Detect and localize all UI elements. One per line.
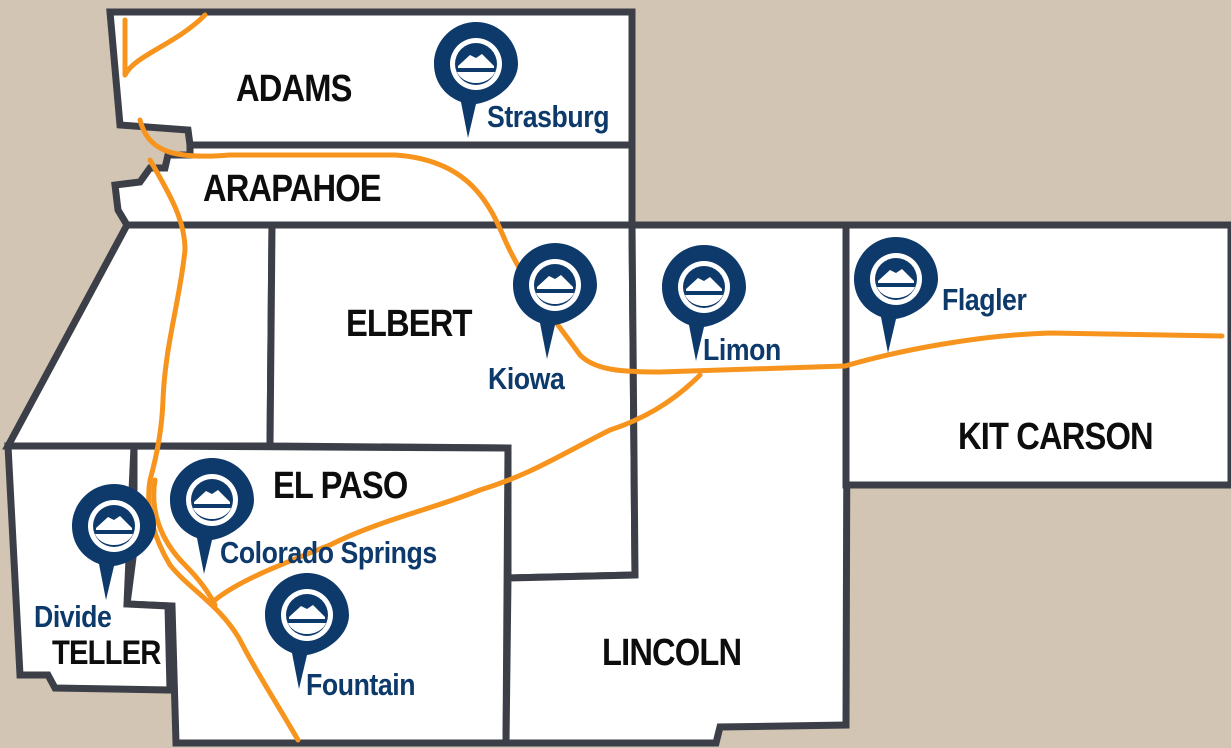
county-label-adams: ADAMS bbox=[236, 68, 352, 110]
road-us24-fountain bbox=[151, 477, 218, 608]
town-label-fountain[interactable]: Fountain bbox=[306, 667, 416, 702]
town-label-kiowa[interactable]: Kiowa bbox=[488, 361, 565, 396]
location-pin-icon-divide[interactable] bbox=[72, 484, 156, 604]
location-pin-icon-kiowa[interactable] bbox=[513, 243, 597, 363]
county-label-elbert: ELBERT bbox=[346, 303, 472, 345]
county-label-el-paso: EL PASO bbox=[273, 465, 408, 507]
road-us24 bbox=[212, 372, 703, 603]
town-label-divide[interactable]: Divide bbox=[34, 599, 112, 634]
town-label-colorado-springs[interactable]: Colorado Springs bbox=[220, 535, 437, 570]
county-label-teller: TELLER bbox=[52, 634, 161, 672]
town-label-flagler[interactable]: Flagler bbox=[942, 282, 1027, 317]
road-i70-west bbox=[122, 12, 208, 78]
town-label-limon[interactable]: Limon bbox=[703, 332, 781, 367]
county-label-arapahoe: ARAPAHOE bbox=[203, 168, 382, 210]
town-label-strasburg[interactable]: Strasburg bbox=[487, 99, 610, 134]
county-label-lincoln: LINCOLN bbox=[602, 632, 742, 674]
location-pin-icon-flagler[interactable] bbox=[854, 237, 938, 357]
county-label-kit-carson: KIT CARSON bbox=[958, 416, 1154, 458]
road-i25 bbox=[146, 157, 301, 743]
county-shape-kit-carson bbox=[842, 221, 1231, 489]
county-shape-west-douglas bbox=[2, 221, 276, 450]
